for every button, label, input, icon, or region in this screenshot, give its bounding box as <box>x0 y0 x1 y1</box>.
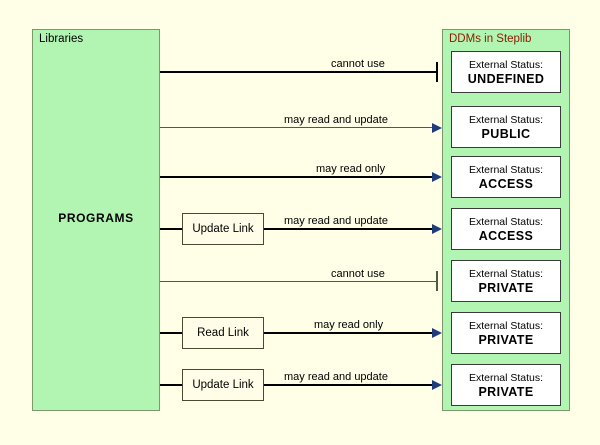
ddms-steplib-panel-title: DDMs in Steplib <box>449 33 532 45</box>
link-box-update-link-access[interactable]: Update Link <box>182 213 264 245</box>
status-value: PRIVATE <box>478 384 534 399</box>
edge-label-row-undefined: cannot use <box>331 58 385 70</box>
programs-label: PROGRAMS <box>58 211 134 225</box>
arrow-head-row-private-update <box>432 380 442 390</box>
status-caption: External Status: <box>468 371 544 384</box>
arrow-head-row-access-update <box>432 224 442 234</box>
status-value: ACCESS <box>478 176 534 191</box>
edge-label-row-private-update: may read and update <box>284 371 388 383</box>
edge-label-row-access-read: may read only <box>316 163 386 175</box>
status-box-private-read: External Status: PRIVATE <box>451 312 561 354</box>
connector-line-row-private-read-right <box>264 332 432 334</box>
connector-line-row-public <box>160 127 432 128</box>
status-caption: External Status: <box>468 319 544 332</box>
libraries-panel <box>32 29 160 411</box>
connector-line-row-private-update-right <box>264 384 432 386</box>
arrow-head-row-public <box>432 123 442 133</box>
status-caption: External Status: <box>468 113 544 126</box>
connector-line-row-access-update-right <box>264 228 432 230</box>
status-box-undefined: External Status: UNDEFINED <box>451 51 561 93</box>
link-box-update-link-private[interactable]: Update Link <box>182 369 264 401</box>
status-box-public: External Status: PUBLIC <box>451 106 561 148</box>
arrow-head-row-access-read <box>432 172 442 182</box>
connector-line-row-access-update-left <box>160 228 182 230</box>
connector-line-row-undefined <box>160 71 438 73</box>
stop-bar-row-undefined <box>436 62 438 82</box>
status-box-private-cannot: External Status: PRIVATE <box>451 260 561 302</box>
connector-line-row-private-cannot <box>160 281 438 282</box>
status-value: PRIVATE <box>478 332 534 347</box>
status-value: UNDEFINED <box>467 71 545 86</box>
connector-line-row-private-update-left <box>160 384 182 386</box>
stop-bar-row-private-cannot <box>436 271 438 291</box>
status-caption: External Status: <box>468 267 544 280</box>
edge-label-row-private-read: may read only <box>314 319 384 331</box>
edge-label-row-private-cannot: cannot use <box>331 268 385 280</box>
status-caption: External Status: <box>468 58 544 71</box>
status-box-access-read: External Status: ACCESS <box>451 156 561 198</box>
edge-label-row-access-update: may read and update <box>284 215 388 227</box>
status-caption: External Status: <box>468 163 544 176</box>
status-value: ACCESS <box>478 228 534 243</box>
status-box-access-update: External Status: ACCESS <box>451 208 561 250</box>
connector-line-row-access-read <box>160 176 432 178</box>
libraries-panel-title: Libraries <box>39 33 84 45</box>
arrow-head-row-private-read <box>432 328 442 338</box>
connector-line-row-private-read-left <box>160 332 182 334</box>
status-value: PRIVATE <box>478 280 534 295</box>
status-caption: External Status: <box>468 215 544 228</box>
status-value: PUBLIC <box>481 126 531 141</box>
edge-label-row-public: may read and update <box>284 114 388 126</box>
status-box-private-update: External Status: PRIVATE <box>451 364 561 406</box>
link-box-read-link-private[interactable]: Read Link <box>182 317 264 349</box>
